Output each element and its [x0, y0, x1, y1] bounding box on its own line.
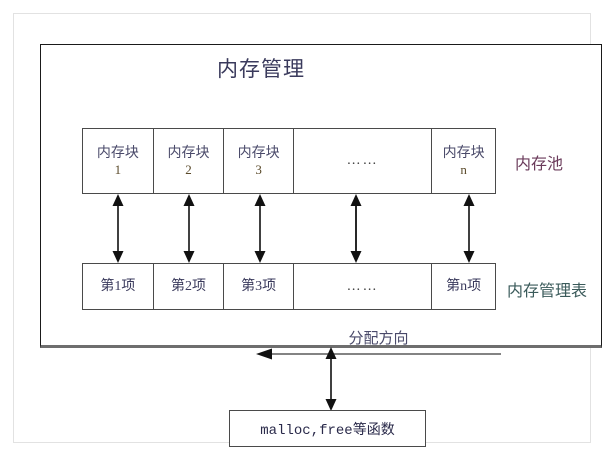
ellipsis-label: …… — [346, 153, 379, 168]
pool-table-connector-icon — [182, 194, 196, 263]
function-box: malloc,free等函数 — [229, 410, 426, 447]
memory-table-entry-cell: 第1项 — [83, 264, 154, 309]
allocation-direction-label: 分配方向 — [348, 331, 409, 347]
memory-block-index: n — [460, 161, 467, 177]
memory-table-ellipsis-cell: …… — [294, 264, 433, 309]
page-frame: 内存管理 内存块 1 内存块 2 内存块 3 …… 内存块 n — [13, 13, 602, 447]
memory-table-entry-cell: 第2项 — [154, 264, 225, 309]
memory-block-cell: 内存块 n — [432, 129, 495, 193]
diagram-title: 内存管理 — [217, 57, 305, 81]
memory-block-label: 内存块 — [237, 145, 280, 161]
allocation-direction-arrow-icon — [256, 347, 501, 366]
memory-pool-row: 内存块 1 内存块 2 内存块 3 …… 内存块 n — [82, 128, 496, 194]
manager-function-connector-icon — [324, 347, 338, 411]
allocation-direction-group: 分配方向 — [256, 327, 501, 367]
memory-pool-label: 内存池 — [515, 156, 564, 173]
memory-table-entry-label: 第3项 — [241, 279, 277, 294]
memory-block-cell: 内存块 3 — [224, 129, 294, 193]
memory-block-index: 3 — [255, 161, 262, 177]
pool-table-connector-icon — [253, 194, 267, 263]
memory-table-entry-cell: 第3项 — [224, 264, 294, 309]
pool-table-connector-icon — [111, 194, 125, 263]
memory-block-ellipsis-cell: …… — [294, 129, 433, 193]
memory-block-label: 内存块 — [442, 145, 485, 161]
function-box-label: malloc,free等函数 — [260, 422, 395, 439]
memory-management-container: 内存管理 内存块 1 内存块 2 内存块 3 …… 内存块 n — [40, 44, 602, 360]
memory-table-entry-label: 第1项 — [100, 279, 136, 294]
pool-table-connector-icon — [462, 194, 476, 263]
memory-block-cell: 内存块 2 — [154, 129, 225, 193]
memory-block-cell: 内存块 1 — [83, 129, 154, 193]
ellipsis-label: …… — [346, 278, 379, 294]
memory-table-label: 内存管理表 — [507, 283, 588, 300]
memory-block-index: 1 — [114, 161, 122, 177]
memory-table-entry-label: 第2项 — [170, 279, 206, 294]
pool-table-connector-icon — [349, 194, 363, 263]
memory-table-entry-label: 第n项 — [446, 279, 482, 294]
memory-table-row: 第1项 第2项 第3项 …… 第n项 — [82, 263, 496, 310]
memory-block-label: 内存块 — [96, 145, 139, 161]
memory-block-label: 内存块 — [167, 145, 210, 161]
memory-block-index: 2 — [185, 161, 192, 177]
memory-table-entry-cell: 第n项 — [432, 264, 495, 309]
